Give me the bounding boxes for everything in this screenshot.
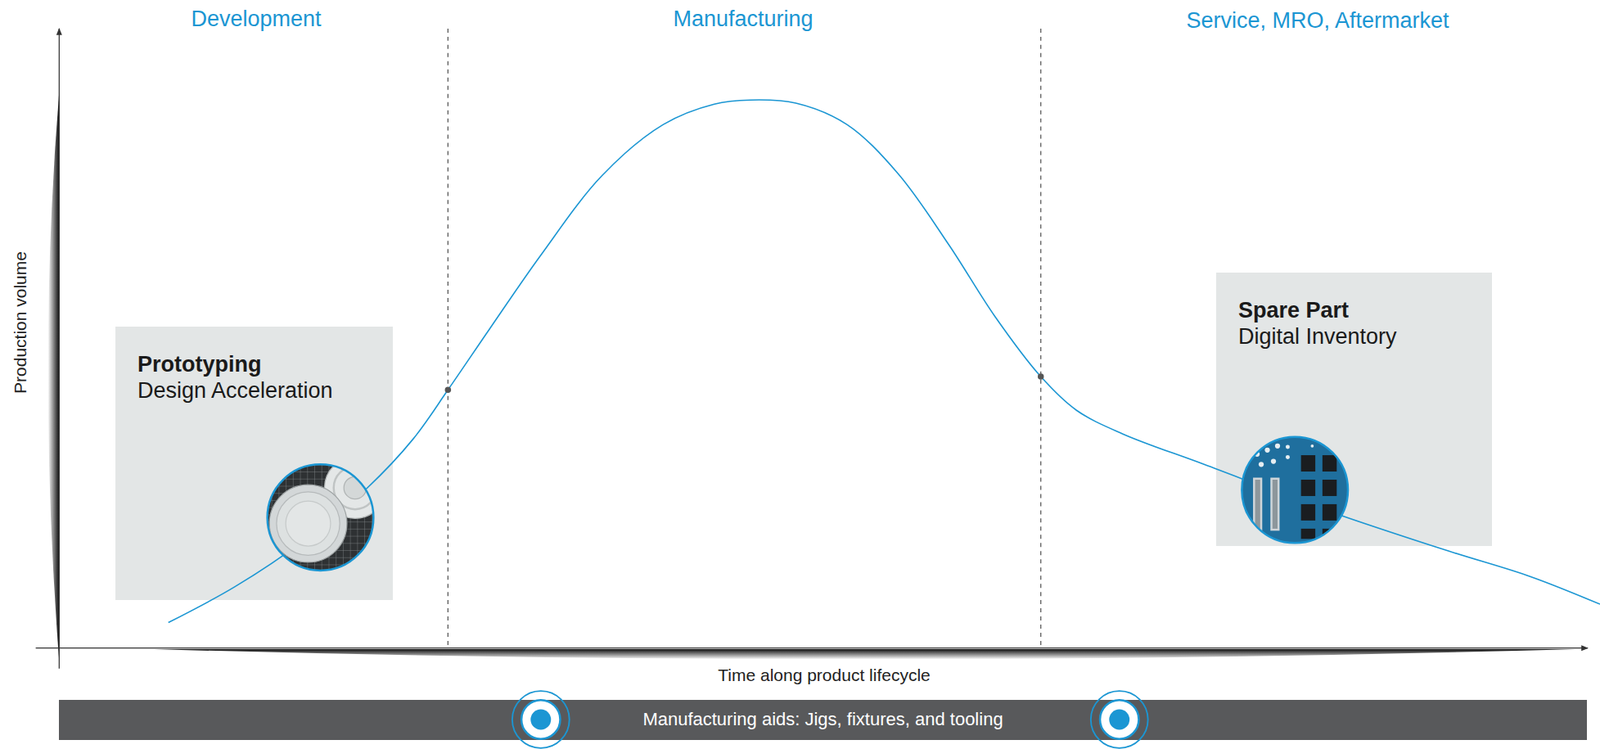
axis-shadow <box>153 649 1577 659</box>
axis-label: Time along product lifecycle <box>717 665 931 686</box>
axis-label: Production volume <box>10 251 31 394</box>
phase-header: Service, MRO, Aftermarket <box>1185 8 1449 34</box>
target-icon <box>512 690 570 749</box>
use-case-box: Spare PartDigital Inventory <box>1216 272 1492 546</box>
use-case-box: PrototypingDesign Acceleration <box>115 326 393 600</box>
phase-header: Development <box>190 6 321 32</box>
prototype-photo <box>265 457 386 575</box>
box-fill <box>115 326 393 600</box>
band-label: Manufacturing aids: Jigs, fixtures, and … <box>642 708 1003 731</box>
curve-layer <box>168 99 1600 623</box>
box-fills <box>115 272 1492 600</box>
bar-fill <box>58 699 1587 740</box>
box-heading: Prototyping <box>137 351 371 378</box>
axes-layer <box>36 28 1588 669</box>
tooling-band: Manufacturing aids: Jigs, fixtures, and … <box>58 699 1587 740</box>
target-icon <box>1090 690 1149 749</box>
band-fill <box>58 699 1587 740</box>
phase-divider <box>1040 28 1042 649</box>
phase-dot <box>1037 373 1044 379</box>
box-subheading: Design Acceleration <box>137 377 371 404</box>
phase-header: Manufacturing <box>672 6 813 32</box>
phase-divider <box>447 28 449 649</box>
volume-curve <box>168 99 1600 623</box>
spare-part-photo <box>1239 434 1353 547</box>
box-heading: Spare Part <box>1238 297 1470 324</box>
axis-shadow <box>48 91 60 662</box>
box-subheading: Digital Inventory <box>1238 323 1470 350</box>
target-icons <box>512 690 1149 749</box>
y-axis <box>58 28 60 669</box>
box-fill <box>1216 272 1492 546</box>
phase-dot <box>445 387 451 393</box>
x-axis <box>36 647 1588 649</box>
